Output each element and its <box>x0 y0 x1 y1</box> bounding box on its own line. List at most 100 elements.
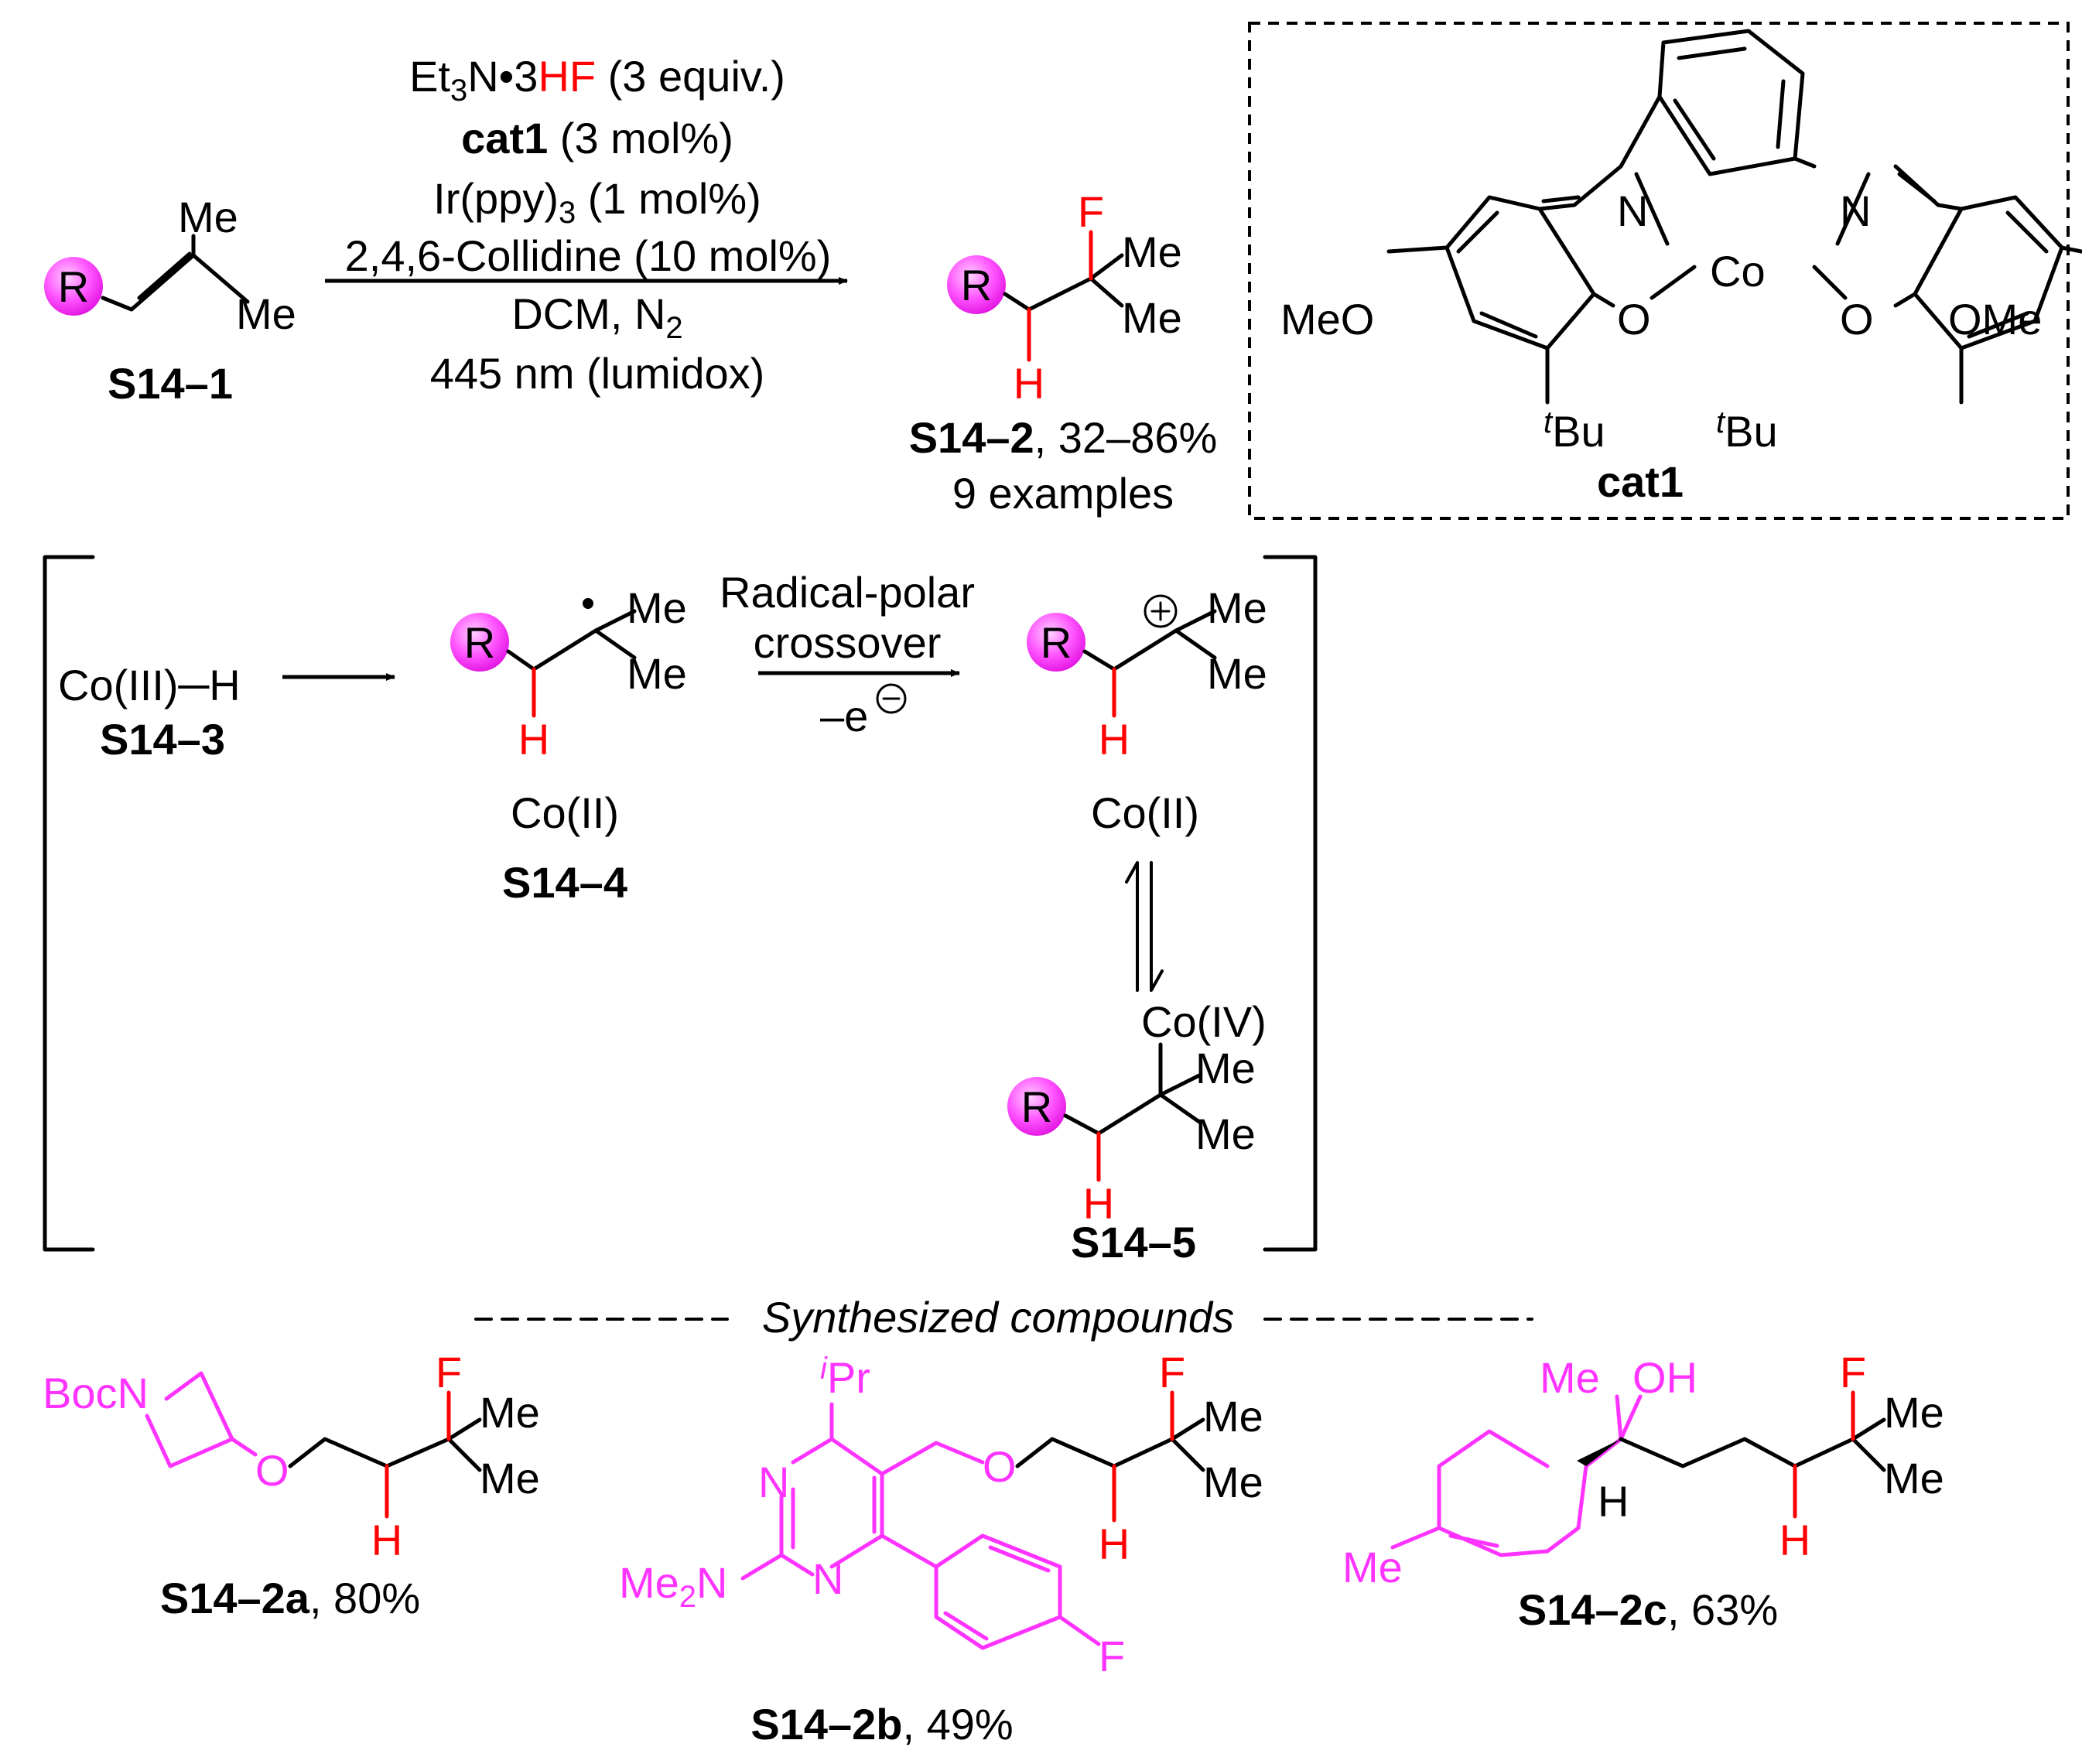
mechanism: Co(III)─H S14–3 R H Me Me Co(II) S14–4 R… <box>43 555 1318 1267</box>
methyl-label: Me <box>178 193 238 241</box>
methyl-label: Me <box>1884 1454 1944 1502</box>
alkylcobalt-s14-5: Co(IV) R H Me Me S14–5 <box>1007 997 1267 1267</box>
fluorine-atom: F <box>1078 187 1104 236</box>
catalyst-label: cat1 <box>1597 457 1684 506</box>
tert-butyl-label: tBu <box>1716 405 1778 456</box>
compound-label: S14–5 <box>1071 1218 1196 1267</box>
electron-loss: –e <box>820 692 868 740</box>
methyl-label: Me <box>1540 1353 1600 1402</box>
r-group-label: R <box>464 618 495 667</box>
compound-label: S14–2, 32–86% <box>909 413 1218 462</box>
compound-label: S14–2c, 63% <box>1518 1585 1778 1634</box>
nitrogen-atom: N <box>812 1554 843 1603</box>
alkyl-bonds <box>1003 253 1124 312</box>
product-s14-2: R F H Me Me S14–2, 32–86% 9 examples <box>909 187 1218 518</box>
equilibrium-up-arrow <box>1125 861 1139 992</box>
catalyst-structure <box>1386 29 2082 405</box>
hydroxyl-bond <box>1619 1394 1643 1441</box>
compound-s14-2b: iPr N N Me2N F O F H Me Me S14–2b, 49% <box>619 1348 1263 1749</box>
hydrogen-atom: H <box>1598 1477 1629 1526</box>
cobalt-species: Co(II) <box>511 788 619 837</box>
hydrogen-atom: H <box>1099 1520 1130 1568</box>
section-header: Synthesized compounds <box>762 1293 1234 1342</box>
right-bracket <box>1263 555 1318 1252</box>
cobalt-species: Co(II) <box>1091 788 1199 837</box>
nitrogen-atom: N <box>1617 186 1648 235</box>
hydrogen-atom: H <box>1083 1179 1114 1228</box>
reagent-photocatalyst: Ir(ppy)3 (1 mol%) <box>433 174 761 230</box>
hydrogen-atom: H <box>1014 359 1044 408</box>
left-bracket <box>43 555 95 1252</box>
cyclohexene-ring <box>1390 1394 1623 1557</box>
fluorine-atom: F <box>1840 1348 1866 1396</box>
cobalt-atom: Co <box>1710 247 1766 296</box>
r-group-label: R <box>58 262 89 311</box>
compound-s14-2a: BocN O F H Me Me S14–2a, 80% <box>43 1348 540 1622</box>
hydroxyl-label: OH <box>1632 1353 1697 1402</box>
reagent-et3n-3hf: Et3N•3HF (3 equiv.) <box>409 52 785 108</box>
methyl-label: Me <box>480 1454 540 1502</box>
compound-label: S14–2a, 80% <box>160 1574 420 1622</box>
methyl-label: Me <box>1207 649 1267 698</box>
methyl-label: Me <box>1884 1388 1944 1437</box>
isopropyl-label: iPr <box>820 1352 870 1402</box>
cobalt-hydride: Co(III)─H <box>58 661 241 709</box>
fluorine-atom: F <box>436 1348 462 1396</box>
methoxy-label: MeO <box>1280 295 1374 344</box>
reaction-conditions: Et3N•3HF (3 equiv.) cat1 (3 mol%) Ir(ppy… <box>325 52 848 398</box>
equilibrium-down-arrow <box>1150 861 1164 992</box>
nitrogen-atom: N <box>758 1458 789 1506</box>
methyl-label: Me <box>1203 1458 1263 1506</box>
alkyl-chain <box>288 1417 482 1472</box>
alkyl-bonds <box>1082 609 1217 672</box>
r-group-ball <box>1007 1077 1066 1136</box>
example-count: 9 examples <box>952 469 1174 518</box>
alkyl-chain <box>1619 1417 1886 1472</box>
alkene-bonds <box>101 234 250 312</box>
oxygen-atom: O <box>1617 295 1651 344</box>
reagent-base: 2,4,6-Collidine (10 mol%) <box>345 231 832 280</box>
alkyl-bonds <box>1063 1042 1202 1136</box>
ether-oxygen: O <box>983 1442 1017 1491</box>
negative-charge-circle <box>876 683 907 714</box>
cation-intermediate: R H Me Me Co(II) <box>1027 583 1267 837</box>
synthesized-compounds: Synthesized compounds BocN O F H Me Me S… <box>43 1293 1944 1749</box>
compound-label: S14–3 <box>100 715 225 764</box>
r-group-label: R <box>1041 618 1072 667</box>
compound-label: S14–2b, 49% <box>750 1700 1013 1749</box>
boc-azetidine-label: BocN <box>43 1369 149 1417</box>
oxygen-atom: O <box>1840 295 1874 344</box>
reagent-solvent: DCM, N2 <box>511 289 682 345</box>
r-group-label: R <box>961 261 992 309</box>
pyrimidine-ring <box>740 1402 1101 1650</box>
methyl-label: Me <box>1195 1044 1256 1092</box>
fluorine-atom: F <box>1159 1348 1185 1396</box>
r-group-ball <box>450 613 509 672</box>
positive-charge-sign <box>1150 601 1171 621</box>
compound-s14-2c: Me OH Me H F H Me Me S14–2c, 63% <box>1342 1348 1944 1634</box>
positive-charge-circle <box>1144 594 1178 628</box>
catalyst-box: N N Co O O MeO OMe tBu tBu cat1 <box>1248 22 2082 520</box>
methyl-label: Me <box>1203 1392 1263 1441</box>
methyl-label: Me <box>627 583 687 632</box>
azetidine-ring <box>145 1371 258 1468</box>
compound-label: S14–1 <box>108 359 233 408</box>
methyl-label: Me <box>1195 1109 1256 1158</box>
alkyl-chain <box>1015 1417 1205 1472</box>
fluorine-aryl-atom: F <box>1099 1632 1125 1680</box>
methyl-label: Me <box>1342 1543 1403 1591</box>
methyl-label: Me <box>627 649 687 698</box>
r-group-ball <box>44 257 103 316</box>
r-group-ball <box>947 255 1006 314</box>
catalyst-dashed-frame <box>1248 22 2070 520</box>
alkyl-bonds <box>506 609 637 672</box>
radical-dot <box>583 598 593 609</box>
compound-label: S14–4 <box>502 858 627 907</box>
ether-oxygen: O <box>255 1446 289 1495</box>
r-group-ball <box>1027 613 1085 672</box>
tert-butyl-label: tBu <box>1544 405 1605 456</box>
nitrogen-atom: N <box>1840 186 1871 235</box>
methyl-label: Me <box>236 289 296 338</box>
hydrogen-atom: H <box>371 1516 402 1564</box>
